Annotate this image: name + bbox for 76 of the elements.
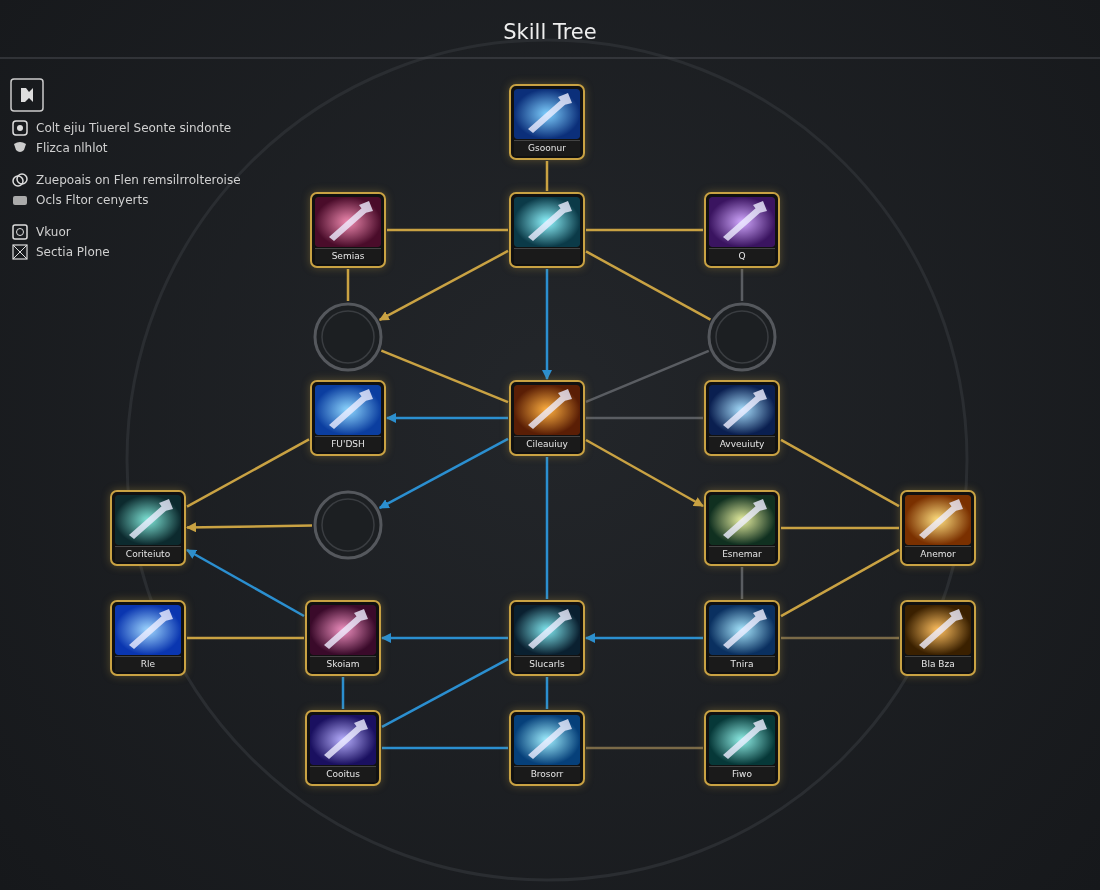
skill-node xyxy=(310,380,386,456)
legend-text: Sectia Plone xyxy=(36,245,110,259)
skill-node xyxy=(509,380,585,456)
connector-line xyxy=(187,636,304,640)
connector-line xyxy=(781,526,899,530)
skill-node xyxy=(110,490,186,566)
skill-name: Gsoonur xyxy=(528,143,566,154)
connector-line xyxy=(545,457,549,599)
skill-name: Avveuiuty xyxy=(719,439,765,450)
ring-node xyxy=(706,301,778,373)
skill-name: Tnira xyxy=(730,659,754,670)
arrow xyxy=(186,522,312,533)
skill-node xyxy=(900,490,976,566)
connector-line xyxy=(341,677,345,709)
arrow xyxy=(378,437,509,510)
skill-name: Slucarls xyxy=(529,659,565,670)
connector-line xyxy=(781,636,899,640)
skill-node xyxy=(704,600,780,676)
arrow xyxy=(186,548,305,618)
skill-node xyxy=(509,710,585,786)
skill-name: Cooitus xyxy=(326,769,360,780)
connector-line xyxy=(780,438,900,508)
arrow xyxy=(386,413,508,423)
skill-name: Rle xyxy=(140,659,156,670)
skill-node xyxy=(509,192,585,268)
connector-line xyxy=(780,548,900,618)
arrow xyxy=(585,633,703,643)
legend-text: Colt ejiu Tiuerel Seonte sindonte xyxy=(36,121,232,135)
legend-text: Zuepoais on Flen remsilrrolteroise xyxy=(36,173,241,187)
skill-node xyxy=(704,380,780,456)
ring-node xyxy=(312,301,384,373)
connector-line xyxy=(186,438,310,508)
arrow xyxy=(381,633,508,643)
skill-name: Cileauiuy xyxy=(526,439,568,450)
skill-name: Brosorr xyxy=(530,769,564,780)
skill-node xyxy=(305,600,381,676)
connector-line xyxy=(740,567,744,599)
skill-node xyxy=(704,710,780,786)
connector-line xyxy=(586,416,703,420)
connector-line xyxy=(740,269,744,301)
connector-line xyxy=(545,677,549,709)
skill-name: Q xyxy=(738,251,746,262)
skill-node xyxy=(704,490,780,566)
skill-name: Bla Bza xyxy=(921,659,955,670)
skill-node xyxy=(509,600,585,676)
skill-name: Fiwo xyxy=(732,769,752,780)
skill-node xyxy=(310,192,386,268)
arrow xyxy=(542,269,552,380)
connector-line xyxy=(380,349,509,404)
skill-name: Skoiam xyxy=(326,659,360,670)
legend-text: Ocls Fltor cenyerts xyxy=(36,193,149,207)
arrow xyxy=(585,438,704,508)
skill-name: Anemor xyxy=(920,549,956,560)
skill-name: Semias xyxy=(331,251,365,262)
skill-node xyxy=(305,710,381,786)
connector-line xyxy=(586,228,703,232)
skill-node xyxy=(704,192,780,268)
connector-line xyxy=(382,746,508,750)
skill-node xyxy=(900,600,976,676)
skill-name: Esnemar xyxy=(722,549,762,560)
legend-text: Vkuor xyxy=(36,225,71,239)
connector-line xyxy=(381,657,509,729)
connector-line xyxy=(585,250,712,321)
connector-line xyxy=(545,161,549,191)
skill-name: FU'DSH xyxy=(331,439,365,450)
connector-line xyxy=(387,228,508,232)
connector-line xyxy=(346,269,350,301)
connector-line xyxy=(586,746,703,750)
skill-node xyxy=(509,84,585,160)
skill-node xyxy=(110,600,186,676)
skill-name: Coriteiuto xyxy=(125,549,171,560)
connector-line xyxy=(585,349,710,403)
title: Skill Tree xyxy=(503,20,597,44)
legend-text: Flizca nlhlot xyxy=(36,141,108,155)
ring-node xyxy=(312,489,384,561)
arrow xyxy=(378,249,509,322)
